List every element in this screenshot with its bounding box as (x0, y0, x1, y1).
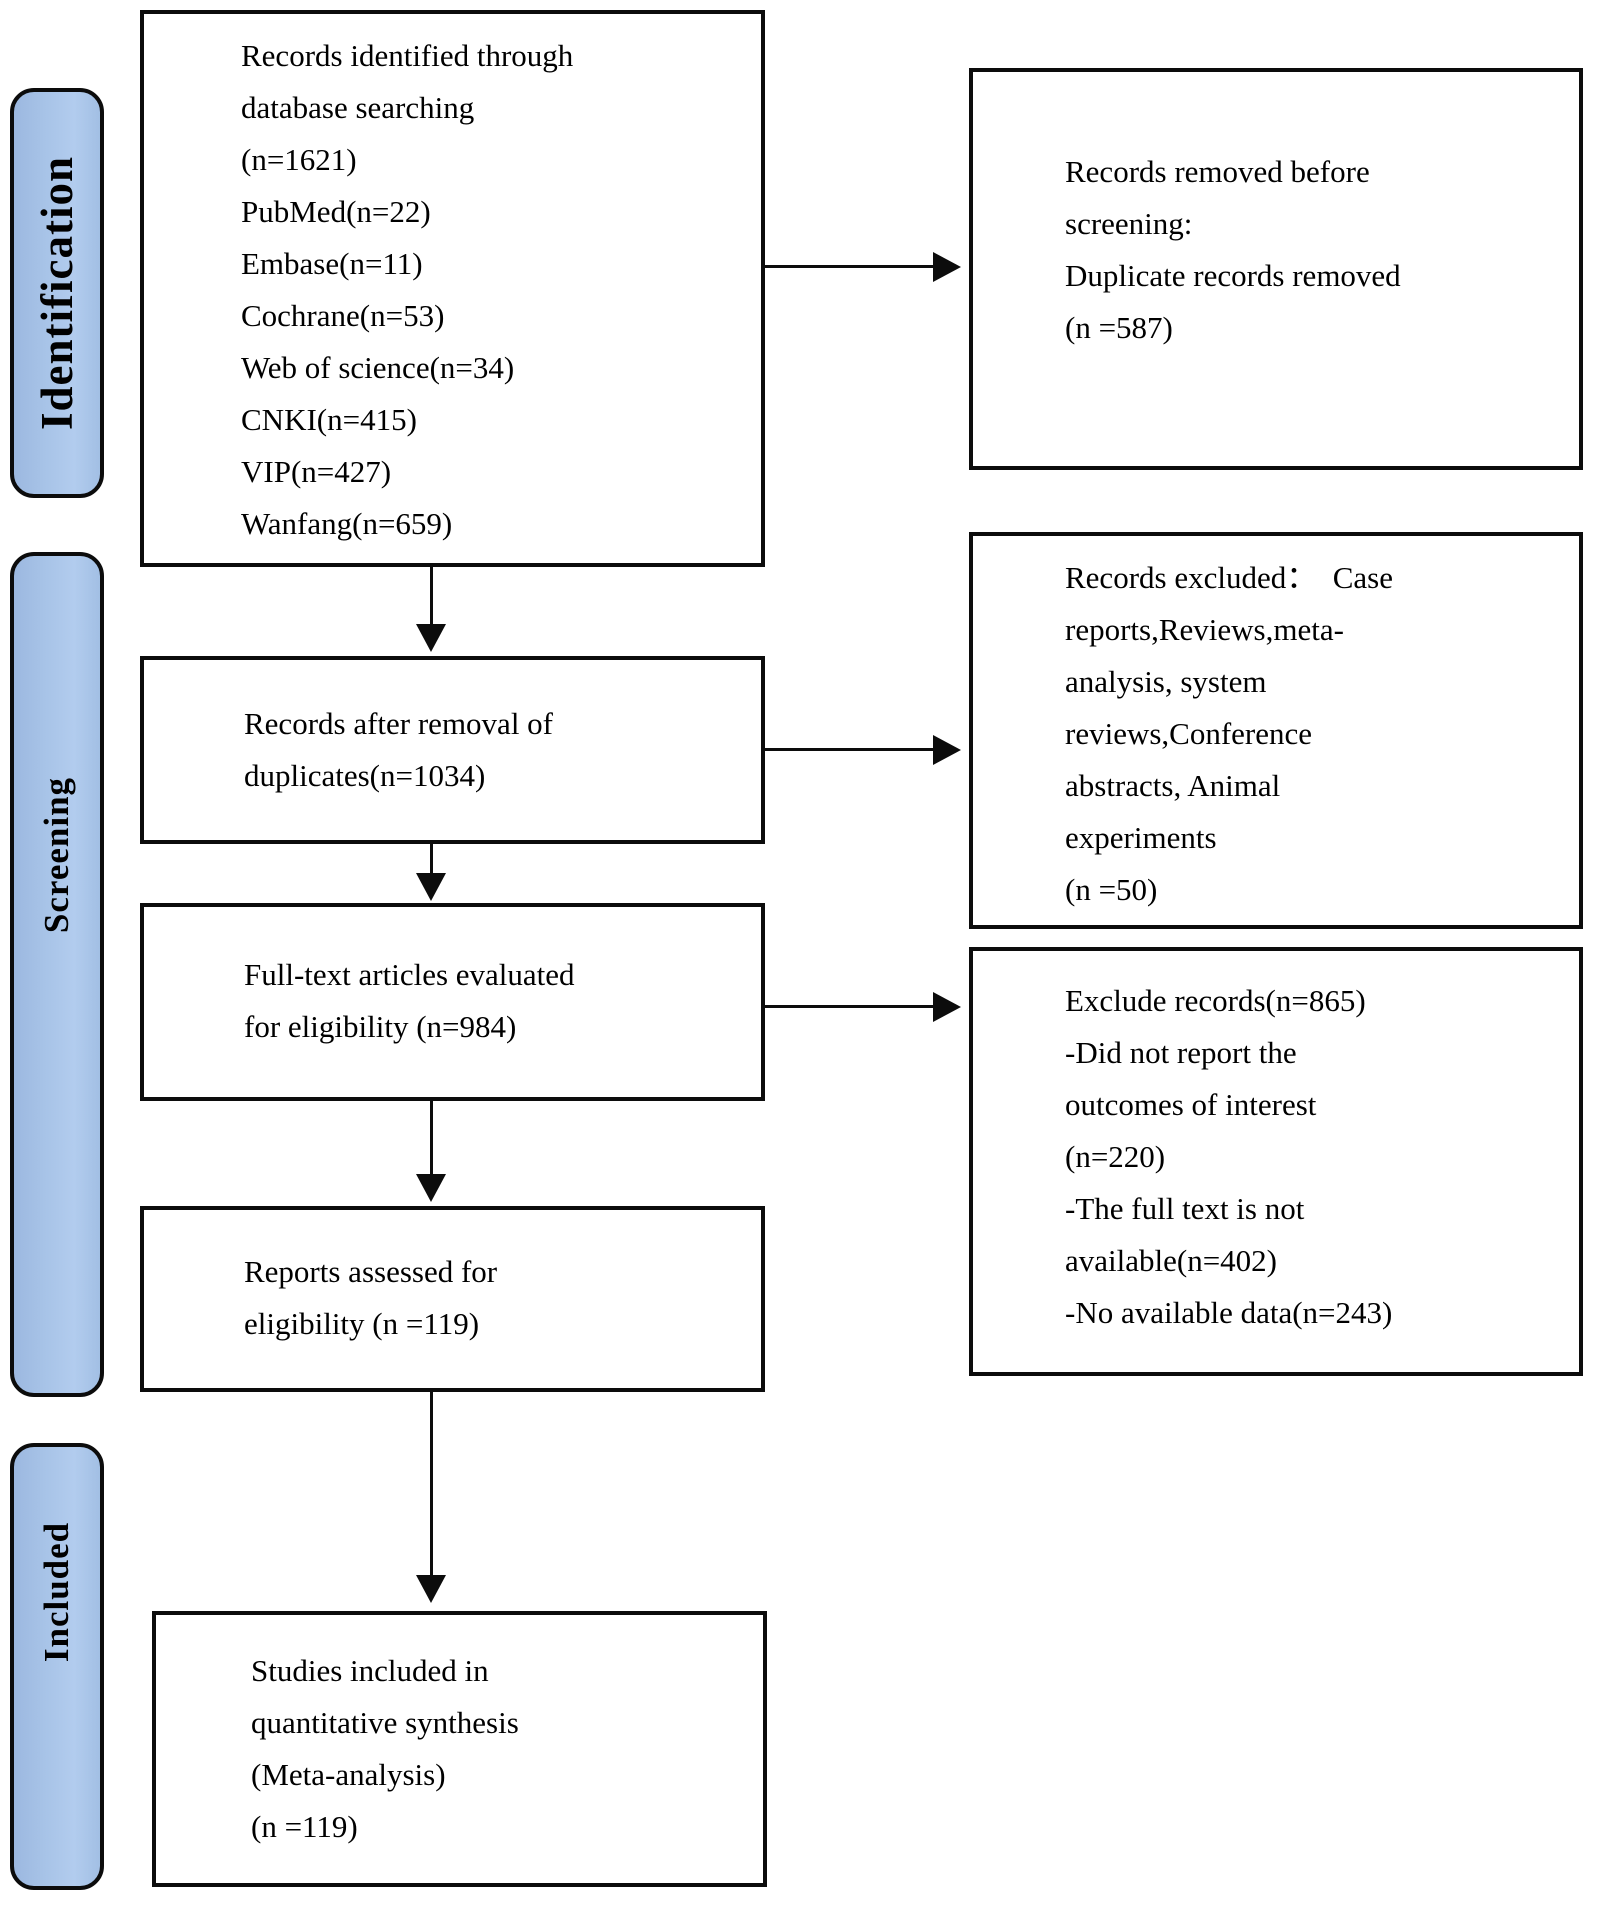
arrow-dedup-to-excluded-head-icon (933, 735, 961, 765)
stage-bar-screening: Screening (10, 552, 104, 1397)
arrow-fulltext-to-assessed-line (430, 1101, 433, 1174)
box-records-after-duplicates: Records after removal of duplicates(n=10… (140, 656, 765, 844)
stage-label-screening: Screening (37, 776, 77, 933)
arrow-fulltext-to-assessed-head-icon (416, 1174, 446, 1202)
arrow-dedup-to-fulltext-line (430, 844, 433, 873)
arrow-dedup-to-fulltext-head-icon (416, 873, 446, 901)
stage-bar-included: Included (10, 1443, 104, 1890)
arrow-assessed-to-included-head-icon (416, 1575, 446, 1603)
box-exclude-records-reasons: Exclude records(n=865) -Did not report t… (969, 947, 1583, 1376)
box-reports-assessed: Reports assessed for eligibility (n =119… (140, 1206, 765, 1392)
arrow-fulltext-to-exclude-records-line (765, 1005, 933, 1008)
box-records-excluded: Records excluded： Case reports,Reviews,m… (969, 532, 1583, 929)
box-records-identified: Records identified through database sear… (140, 10, 765, 567)
arrow-dedup-to-excluded-line (765, 748, 933, 751)
stage-label-included: Included (37, 1521, 76, 1662)
arrow-identified-to-removed-line (765, 265, 933, 268)
stage-label-identification: Identification (32, 155, 83, 431)
arrow-assessed-to-included-line (430, 1392, 433, 1575)
box-fulltext-evaluated: Full-text articles evaluated for eligibi… (140, 903, 765, 1101)
arrow-fulltext-to-exclude-records-head-icon (933, 992, 961, 1022)
box-studies-included: Studies included in quantitative synthes… (152, 1611, 767, 1887)
arrow-identified-to-dedup-head-icon (416, 624, 446, 652)
arrow-identified-to-dedup-line (430, 567, 433, 624)
stage-bar-identification: Identification (10, 88, 104, 498)
arrow-identified-to-removed-head-icon (933, 252, 961, 282)
box-records-removed-before-screening: Records removed before screening: Duplic… (969, 68, 1583, 470)
